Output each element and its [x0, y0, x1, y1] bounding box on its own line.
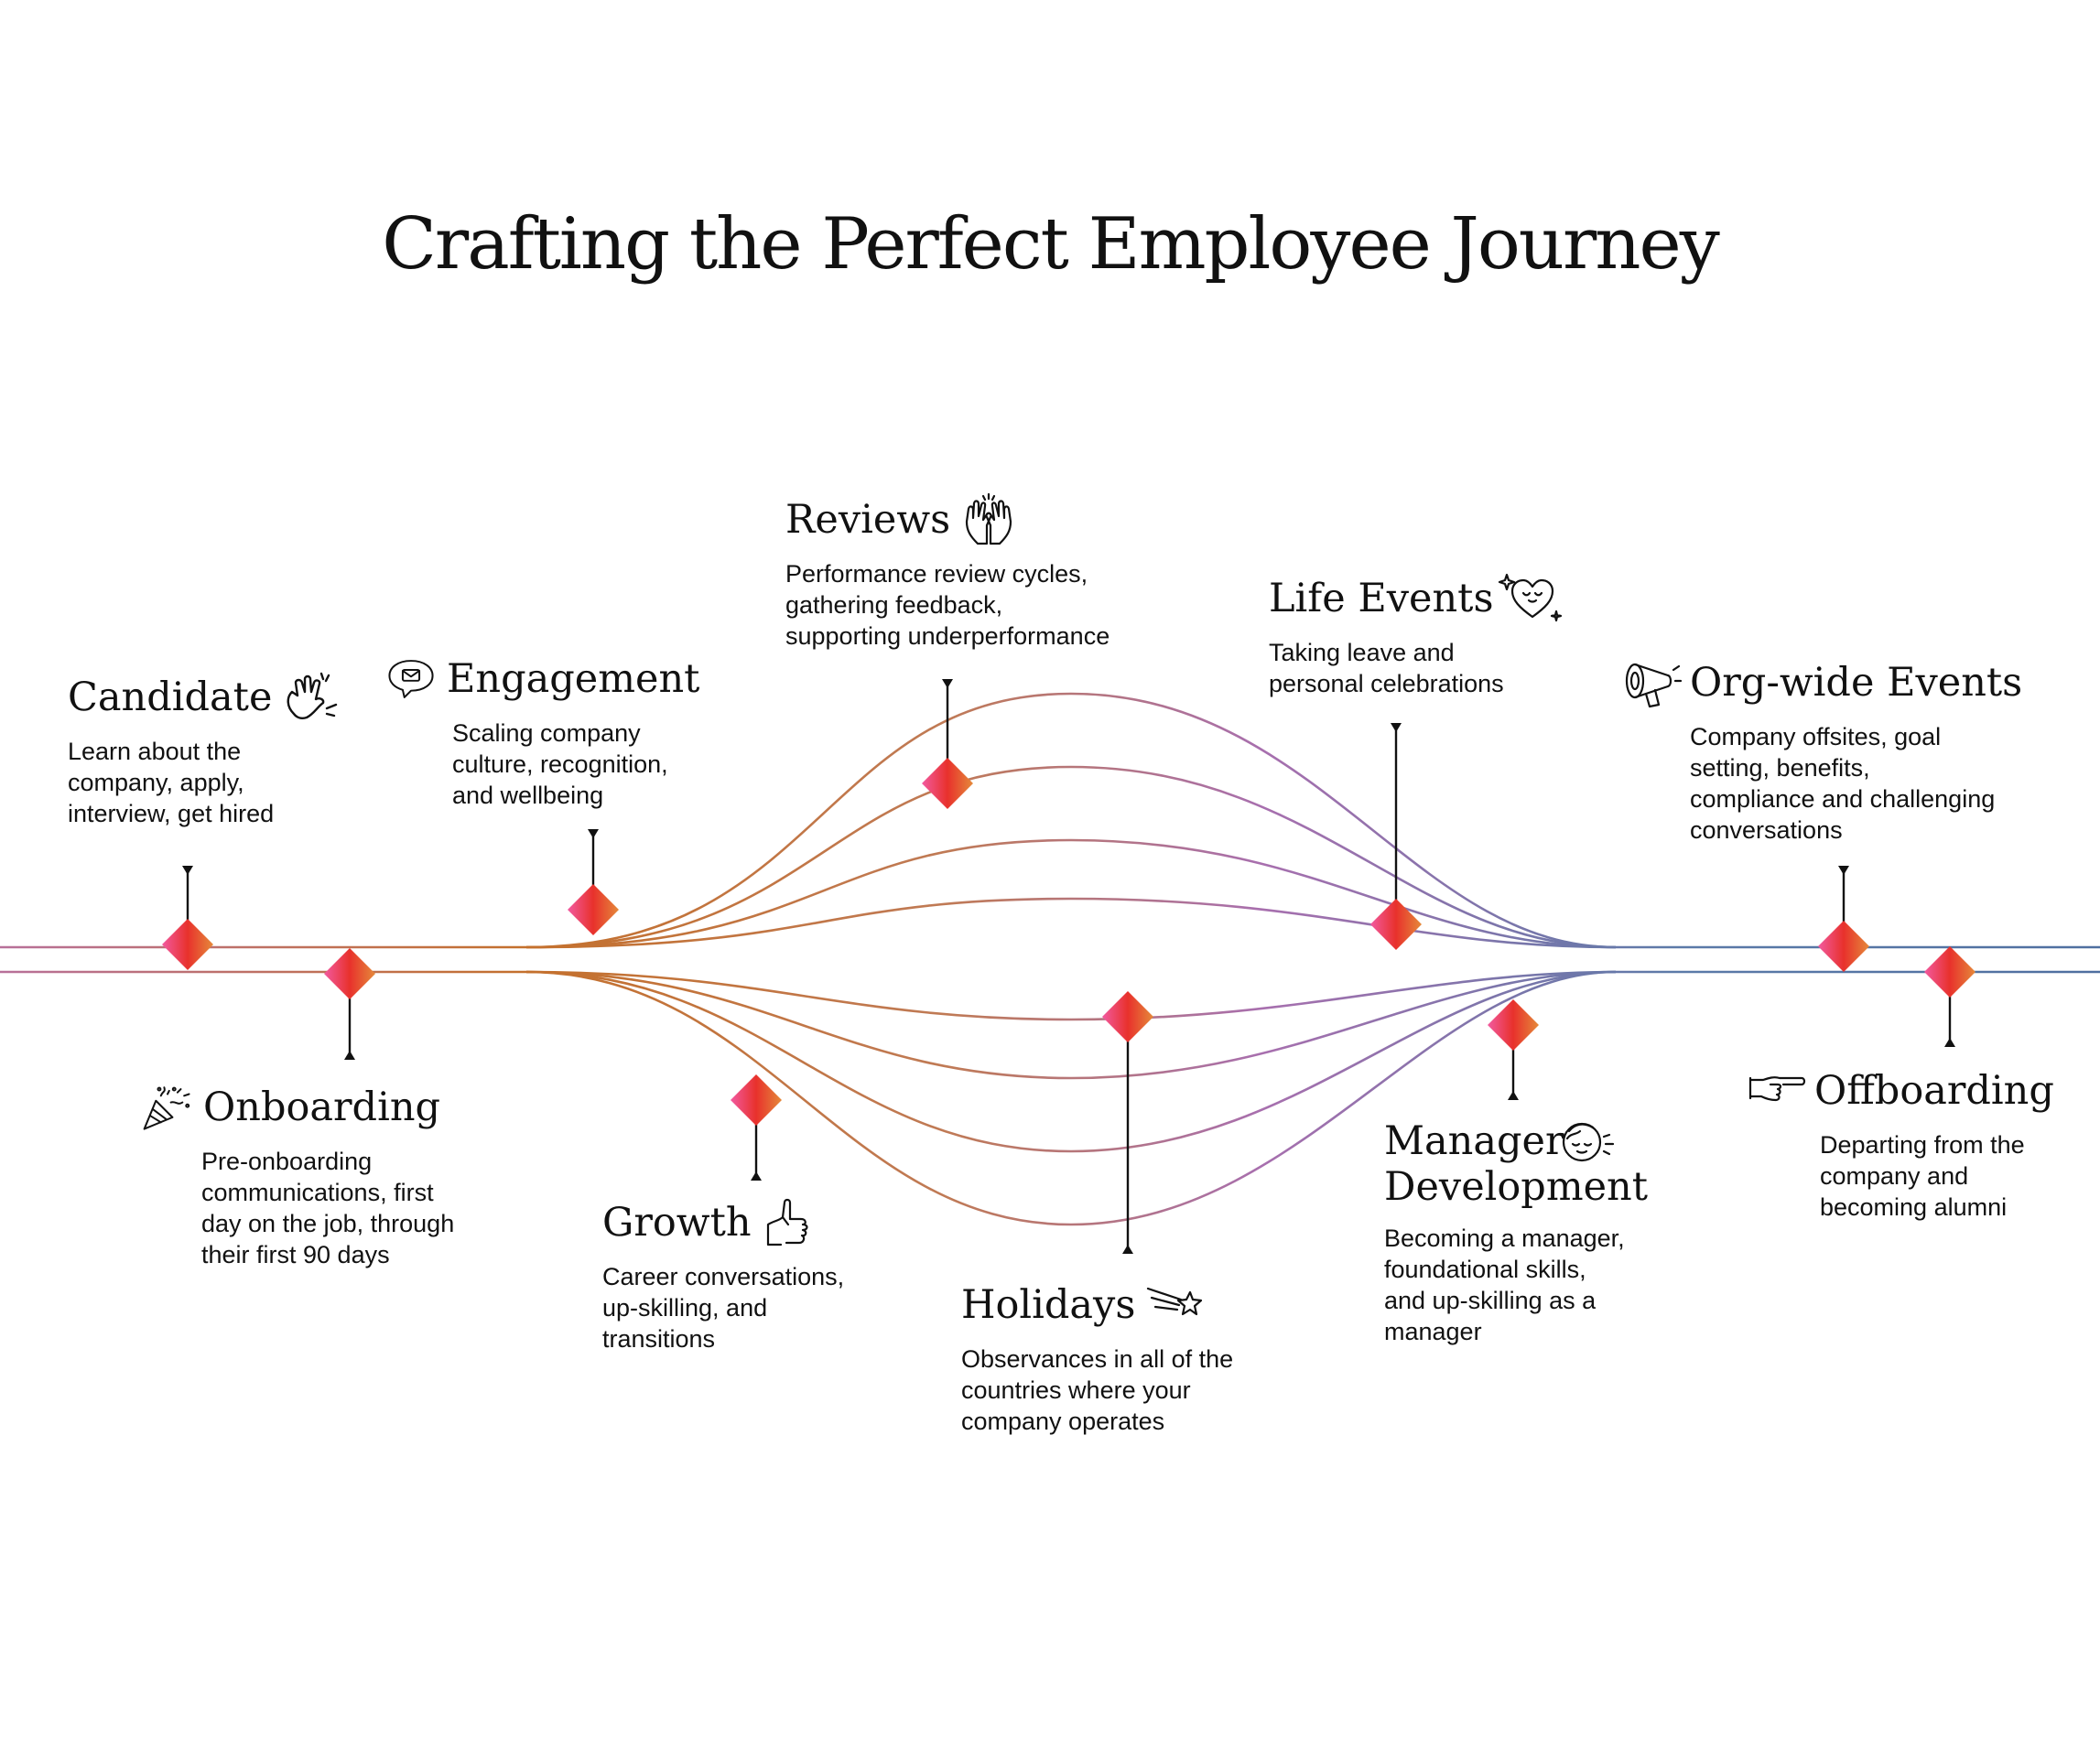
marker-stem-tip: [1944, 1038, 1955, 1047]
pointing-right-icon: [1747, 1065, 1806, 1117]
stage-offboarding: Offboarding Departing from the company a…: [1747, 1065, 2054, 1223]
stage-heading: Manager Development: [1384, 1115, 1648, 1210]
stage-heading: Org-wide Events: [1622, 657, 2022, 708]
journey-markers: [162, 679, 1976, 1254]
stage-title: Onboarding: [203, 1084, 441, 1130]
marker-stem-tip: [588, 829, 599, 838]
stage-description: Learn about the company, apply, intervie…: [68, 738, 275, 827]
pointing-hand-icon: [761, 1197, 819, 1248]
stage-engagement: Engagement Scaling company culture, reco…: [384, 653, 699, 811]
stage-description: Company offsites, goal setting, benefits…: [1690, 723, 1996, 844]
stage-title: Manager Development: [1384, 1118, 1649, 1210]
stage-org-wide-events: Org-wide Events Company offsites, goal s…: [1622, 657, 2022, 846]
marker-diamond: [1818, 921, 1869, 972]
stage-manager-development: Manager Development Becoming a manager, …: [1384, 1115, 1648, 1347]
marker-diamond: [1102, 991, 1153, 1042]
journey-marker: [1818, 866, 1869, 972]
marker-stem-tip: [1122, 1245, 1133, 1254]
stage-onboarding: Onboarding Pre-onboarding communications…: [141, 1082, 454, 1270]
stage-title: Growth: [602, 1200, 752, 1246]
shooting-star-icon: [1144, 1279, 1203, 1331]
journey-marker: [162, 866, 213, 970]
stage-description: Career conversations, up-skilling, and t…: [602, 1263, 845, 1353]
stage-growth: Growth Career conversations, up-skilling…: [602, 1197, 844, 1354]
marker-stem-tip: [1838, 866, 1849, 875]
marker-diamond: [922, 758, 973, 809]
stage-heading: Reviews: [785, 492, 1110, 545]
marker-diamond: [731, 1074, 782, 1126]
message-bubble-icon: [384, 653, 438, 705]
stage-candidate: Candidate Learn about the company, apply…: [68, 672, 340, 829]
upper-branch-path: [525, 692, 1617, 949]
stage-description: Observances in all of the countries wher…: [961, 1345, 1234, 1435]
journey-marker: [1370, 723, 1422, 950]
party-popper-icon: [141, 1082, 194, 1133]
marker-diamond: [1488, 999, 1539, 1051]
stage-description: Taking leave and personal celebrations: [1269, 639, 1504, 697]
upper-branch-path: [525, 765, 1617, 949]
journey-marker: [731, 1074, 782, 1181]
lower-branch-path: [525, 970, 1617, 1153]
upper-branch-path: [525, 897, 1617, 949]
journey-paths: [0, 692, 2100, 1226]
marker-stem-tip: [1391, 723, 1402, 732]
heart-icon: [1498, 573, 1562, 624]
stage-description: Departing from the company and becoming …: [1820, 1131, 2025, 1221]
stage-title: Engagement: [447, 656, 700, 702]
lower-branch-path: [525, 970, 1617, 1226]
stage-title: Holidays: [961, 1282, 1136, 1328]
stage-life-events: Life Events Taking leave and personal ce…: [1269, 573, 1562, 699]
journey-marker: [1924, 946, 1976, 1047]
marker-stem-tip: [942, 679, 953, 688]
journey-marker: [324, 948, 375, 1060]
marker-diamond: [568, 884, 619, 935]
stage-description: Becoming a manager, foundational skills,…: [1384, 1225, 1625, 1345]
lower-branch-path: [525, 970, 1617, 1080]
marker-diamond: [1370, 899, 1422, 950]
marker-stem-tip: [1508, 1091, 1519, 1100]
waving-hand-icon: [281, 672, 340, 723]
journey-marker: [1488, 999, 1539, 1100]
stage-title: Org-wide Events: [1690, 660, 2023, 706]
marker-diamond: [162, 919, 213, 970]
stage-description: Scaling company culture, recognition, an…: [452, 719, 668, 809]
upper-branch-path: [525, 838, 1617, 949]
stage-reviews: Reviews Performance review cycles, gathe…: [785, 492, 1110, 652]
marker-stem-tip: [182, 866, 193, 875]
stage-heading: Onboarding: [141, 1082, 454, 1133]
stage-heading: Engagement: [384, 653, 699, 705]
stage-heading: Holidays: [961, 1279, 1233, 1331]
marker-diamond: [1924, 946, 1976, 998]
stage-title: Offboarding: [1814, 1068, 2054, 1114]
megaphone-icon: [1622, 657, 1683, 708]
stage-holidays: Holidays Observances in all of the count…: [961, 1279, 1233, 1437]
stage-heading: Candidate: [68, 672, 340, 723]
stage-title: Candidate: [68, 674, 273, 720]
marker-diamond: [324, 948, 375, 999]
stage-description: Performance review cycles, gathering fee…: [785, 560, 1110, 650]
page-title: Crafting the Perfect Employee Journey: [382, 203, 1720, 286]
marker-stem-tip: [344, 1051, 355, 1060]
stage-heading: Growth: [602, 1197, 844, 1248]
high-five-icon: [959, 492, 1018, 545]
stage-description: Pre-onboarding communications, first day…: [201, 1148, 455, 1268]
smiling-face-icon: [1556, 1115, 1615, 1166]
lower-branch-path: [525, 970, 1617, 1021]
journey-marker: [1102, 991, 1153, 1254]
stage-title: Reviews: [785, 497, 951, 543]
marker-stem-tip: [751, 1171, 762, 1181]
stage-title: Life Events: [1269, 576, 1494, 621]
journey-marker: [922, 679, 973, 809]
journey-marker: [568, 829, 619, 935]
stage-heading: Life Events: [1269, 573, 1562, 624]
stage-heading: Offboarding: [1747, 1065, 2054, 1117]
